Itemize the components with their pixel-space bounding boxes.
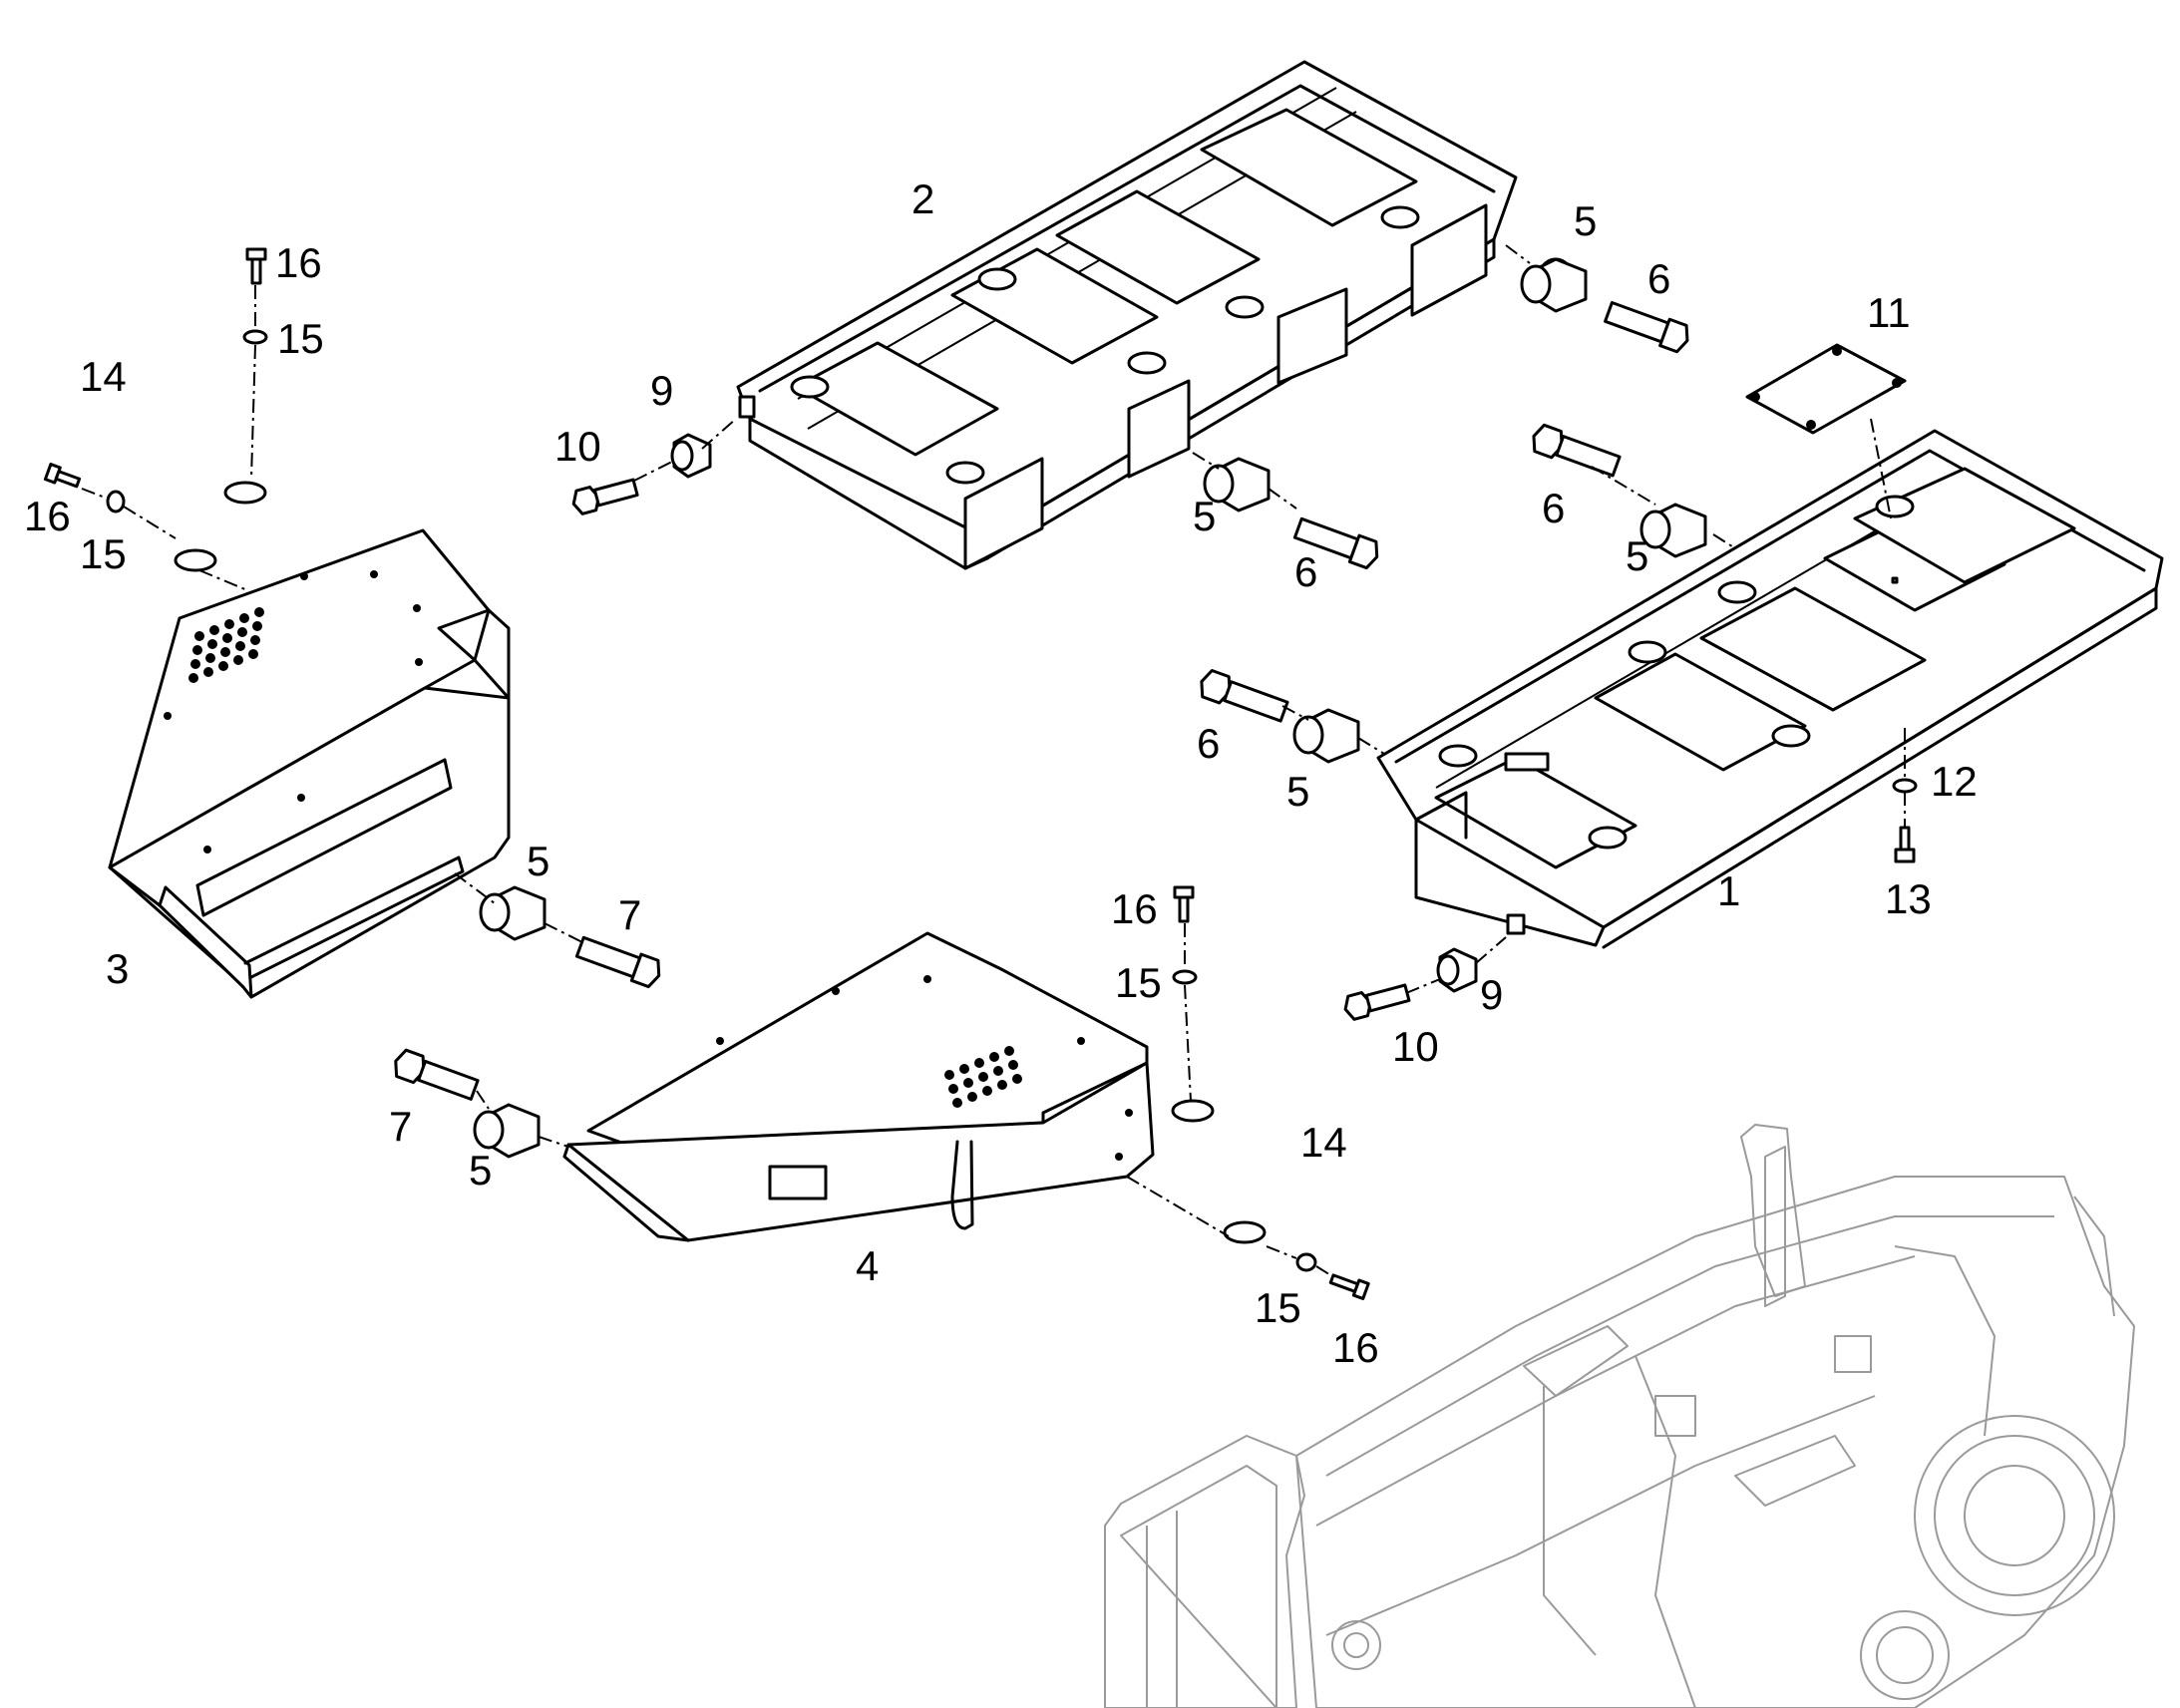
screw-16-b (43, 463, 82, 489)
small-hardware (43, 247, 1918, 1300)
callout-15d: 15 (1255, 1284, 1301, 1331)
washer-15-a (242, 329, 268, 345)
callout-6c: 6 (1542, 485, 1565, 531)
callout-15c: 15 (1115, 959, 1162, 1006)
mount-pads-upper (790, 205, 1420, 485)
callout-14b: 14 (1300, 1119, 1347, 1166)
screw-16-a (245, 247, 267, 285)
callout-5a: 5 (1574, 197, 1597, 244)
callout-16c: 16 (1111, 885, 1158, 932)
callout-9b: 9 (1480, 971, 1503, 1018)
callout-14a: 14 (80, 353, 127, 400)
callout-5b: 5 (1193, 493, 1216, 539)
callout-5e: 5 (527, 838, 549, 884)
callout-5c: 5 (1626, 532, 1648, 579)
callout-labels: 1 2 3 4 5 5 5 5 5 5 6 6 6 6 7 7 9 9 10 1… (24, 175, 1978, 1371)
callout-9a: 9 (650, 367, 673, 414)
handrail-right (1171, 992, 1267, 1244)
washer-15-d (1295, 1252, 1317, 1272)
callout-6b: 6 (1294, 548, 1317, 595)
mount-pads-lower (1438, 495, 1915, 850)
callout-4: 4 (856, 1242, 879, 1289)
screw-16-c (1173, 885, 1195, 923)
screw-16-d (1328, 1273, 1370, 1300)
callout-10a: 10 (554, 423, 601, 470)
callout-16a: 16 (275, 239, 322, 286)
bushing-9-lower (1436, 947, 1478, 993)
washer-15-b (106, 490, 126, 513)
callout-16d: 16 (1332, 1324, 1379, 1371)
center-lines (81, 244, 1906, 1277)
bushings (473, 257, 1707, 1159)
washer-15-c (1172, 969, 1198, 985)
callout-5d: 5 (1286, 768, 1309, 815)
callout-6a: 6 (1647, 255, 1670, 302)
callout-7a: 7 (618, 891, 641, 938)
frame-lower (1376, 429, 2164, 949)
cover-plate (1745, 343, 1907, 435)
callout-11: 11 (1867, 289, 1911, 336)
callout-3: 3 (106, 945, 129, 992)
bushing-9-upper (670, 433, 712, 479)
callout-13: 13 (1885, 875, 1932, 922)
callout-6d: 6 (1197, 720, 1220, 767)
bolts (394, 301, 1689, 1101)
step-box-left (108, 528, 511, 999)
callout-15b: 15 (80, 530, 127, 577)
step-box-right-grille (944, 1046, 1022, 1108)
callout-10b: 10 (1392, 1023, 1439, 1070)
callout-12: 12 (1931, 758, 1978, 805)
callout-7b: 7 (389, 1103, 412, 1150)
callout-2: 2 (911, 175, 934, 222)
screw-13 (1894, 826, 1916, 863)
frame-upper (736, 60, 1518, 570)
callout-15a: 15 (277, 315, 324, 362)
handrail-left (160, 320, 267, 572)
callout-1: 1 (1717, 867, 1740, 914)
tractor-chassis-background (1104, 1124, 2135, 1708)
washer-12 (1892, 778, 1918, 794)
callout-16b: 16 (24, 493, 71, 539)
callout-5f: 5 (469, 1147, 492, 1194)
step-box-right (562, 931, 1155, 1242)
step-box-left-grille (188, 607, 264, 683)
